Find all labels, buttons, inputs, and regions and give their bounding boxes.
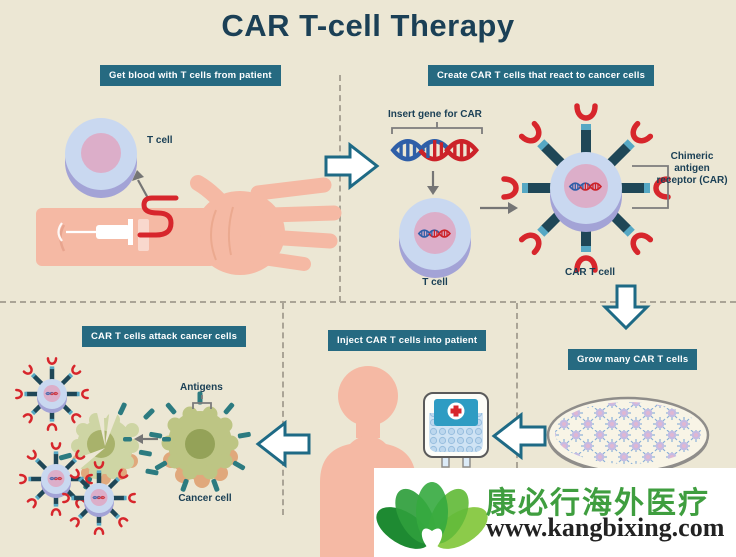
car-receptor-bracket [632, 165, 669, 209]
insert-gene-bracket [391, 122, 483, 134]
divider-vertical-bottom-right [516, 303, 518, 468]
t-cell-label: T cell [147, 135, 173, 146]
iv-bag-illustration [423, 392, 489, 468]
watermark: 康必行海外医疗 www.kangbixing.com [374, 468, 736, 557]
t-cell-mid-label: T cell [422, 277, 448, 288]
t-cell-with-gene-illustration [399, 198, 471, 278]
antigens-label: Antigens [180, 382, 223, 393]
arrow-right-icon [324, 141, 380, 191]
step-inject: Inject CAR T cells into patient [328, 330, 487, 351]
arrow-left-icon [491, 411, 547, 461]
dna-illustration [388, 128, 484, 170]
divider-vertical-bottom-left [282, 303, 284, 515]
insert-gene-label: Insert gene for CAR [388, 109, 482, 120]
attacking-car-t-cell-1 [14, 356, 90, 432]
antigens-bracket [192, 395, 212, 409]
arm-illustration [36, 175, 342, 275]
cancer-cell-illustration [148, 391, 252, 493]
attacking-car-t-cell-3 [61, 460, 137, 536]
step-get-blood: Get blood with T cells from patient [100, 65, 281, 86]
cancer-cell-label: Cancer cell [178, 493, 232, 504]
arrow-down-small-icon [427, 171, 439, 195]
car-receptor-label: Chimeric antigen receptor (CAR) [656, 151, 728, 186]
arrow-right-small-icon [480, 202, 518, 214]
car-t-cell-label: CAR T cell [564, 267, 615, 278]
arrow-left-small-icon [123, 434, 171, 444]
arrow-down-icon [601, 284, 651, 331]
page-title: CAR T-cell Therapy [221, 8, 515, 43]
watermark-brand: 康必行海外医疗 [486, 487, 710, 520]
car-t-cell-illustration [508, 104, 680, 276]
watermark-url: www.kangbixing.com [486, 513, 725, 542]
lotus-heart-logo-icon [376, 482, 488, 552]
divider-vertical-top [339, 75, 341, 302]
step-attack: CAR T cells attack cancer cells [82, 326, 247, 347]
step-grow: Grow many CAR T cells [568, 349, 698, 370]
divider-horizontal [0, 301, 736, 303]
step-create-car-t: Create CAR T cells that react to cancer … [428, 65, 655, 86]
t-cell-illustration [65, 118, 137, 198]
arrow-left-icon-2 [255, 419, 311, 469]
